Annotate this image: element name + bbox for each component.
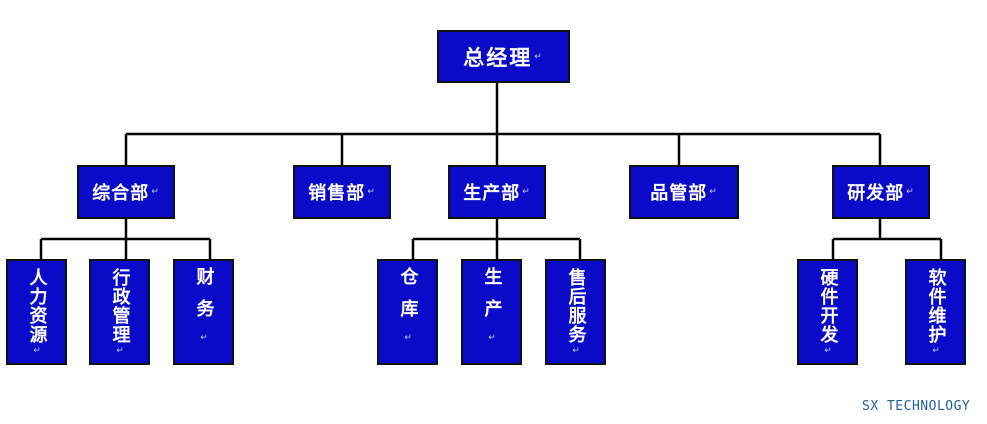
sub-box-warehouse: 仓库↵ bbox=[377, 259, 438, 365]
dept-label: 综合部 bbox=[92, 183, 150, 204]
sub-box-after-sales: 售后服务↵ bbox=[545, 259, 606, 365]
sub-label: 软件维护 bbox=[925, 267, 947, 344]
sub-label: 硬件开发 bbox=[817, 267, 839, 344]
sub-label: 仓库 bbox=[397, 267, 419, 331]
sub-box-software: 软件维护↵ bbox=[905, 259, 966, 365]
paragraph-mark-icon: ↵ bbox=[522, 187, 531, 197]
dept-label: 生产部 bbox=[463, 183, 521, 204]
ceo-label: 总经理 bbox=[463, 44, 533, 70]
paragraph-mark-icon: ↵ bbox=[906, 187, 915, 197]
paragraph-mark-icon: ↵ bbox=[151, 187, 160, 197]
dept-box-integrated: 综合部↵ bbox=[77, 165, 175, 219]
paragraph-mark-icon: ↵ bbox=[367, 187, 376, 197]
sub-box-production: 生产↵ bbox=[461, 259, 522, 365]
dept-box-production: 生产部↵ bbox=[448, 165, 546, 219]
paragraph-mark-icon: ↵ bbox=[403, 333, 413, 357]
paragraph-mark-icon: ↵ bbox=[115, 345, 125, 357]
paragraph-mark-icon: ↵ bbox=[571, 345, 581, 357]
paragraph-mark-icon: ↵ bbox=[534, 51, 544, 62]
ceo-box: 总经理↵ bbox=[437, 30, 570, 83]
paragraph-mark-icon: ↵ bbox=[823, 345, 833, 357]
sub-label: 行政管理 bbox=[109, 267, 131, 344]
sub-label: 生产 bbox=[481, 267, 503, 331]
dept-label: 研发部 bbox=[847, 183, 905, 204]
sub-box-hardware: 硬件开发↵ bbox=[797, 259, 858, 365]
dept-box-rnd: 研发部↵ bbox=[832, 165, 930, 219]
sub-label: 财务 bbox=[193, 267, 215, 331]
sub-box-finance: 财务↵ bbox=[173, 259, 234, 365]
dept-label: 销售部 bbox=[308, 183, 366, 204]
brand-label: SX TECHNOLOGY bbox=[862, 399, 971, 414]
dept-box-sales: 销售部↵ bbox=[293, 165, 391, 219]
paragraph-mark-icon: ↵ bbox=[32, 345, 42, 357]
dept-label: 品管部 bbox=[650, 183, 708, 204]
sub-label: 人力资源 bbox=[26, 267, 48, 344]
paragraph-mark-icon: ↵ bbox=[709, 187, 718, 197]
paragraph-mark-icon: ↵ bbox=[199, 333, 209, 357]
sub-label: 售后服务 bbox=[565, 267, 587, 344]
sub-box-admin: 行政管理↵ bbox=[89, 259, 150, 365]
paragraph-mark-icon: ↵ bbox=[931, 345, 941, 357]
paragraph-mark-icon: ↵ bbox=[487, 333, 497, 357]
sub-box-hr: 人力资源↵ bbox=[6, 259, 67, 365]
dept-box-quality: 品管部↵ bbox=[629, 165, 739, 219]
